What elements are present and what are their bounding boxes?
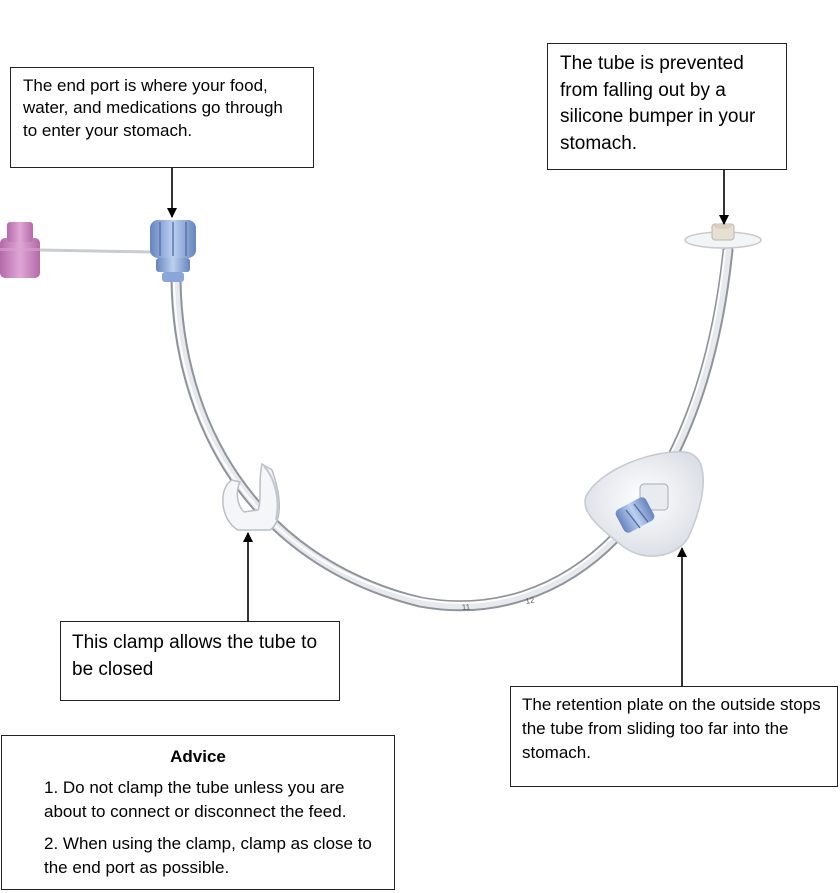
clamp-callout: This clamp allows the tube to be closed: [60, 621, 340, 701]
end-port-text: The end port is where your food, water, …: [23, 76, 283, 140]
retention-plate-text: The retention plate on the outside stops…: [522, 695, 821, 762]
end-port-callout: The end port is where your food, water, …: [10, 67, 314, 168]
tube-marking: 12: [525, 595, 536, 606]
bumper-text: The tube is prevented from falling out b…: [560, 53, 756, 154]
feeding-tube: [170, 244, 734, 612]
bumper-callout: The tube is prevented from falling out b…: [547, 43, 787, 170]
advice-item: 1. Do not clamp the tube unless you are …: [44, 778, 347, 822]
retention-plate-callout: The retention plate on the outside stops…: [510, 686, 838, 787]
advice-title: Advice: [170, 747, 226, 766]
retention-plate: [584, 451, 704, 557]
pink-end-cap: [0, 222, 40, 278]
end-port-connector: [150, 220, 196, 282]
advice-box: Advice 1. Do not clamp the tube unless y…: [1, 735, 395, 890]
tube-marking: 11: [462, 602, 471, 612]
silicone-bumper: [684, 223, 762, 249]
advice-item: 2. When using the clamp, clamp as close …: [44, 834, 372, 877]
annotation-arrows: [167, 168, 729, 686]
tube-clamp: [222, 462, 280, 531]
tube-markings: 11 12: [462, 595, 536, 612]
cap-tether: [39, 248, 153, 254]
clamp-text: This clamp allows the tube to be closed: [72, 632, 318, 680]
